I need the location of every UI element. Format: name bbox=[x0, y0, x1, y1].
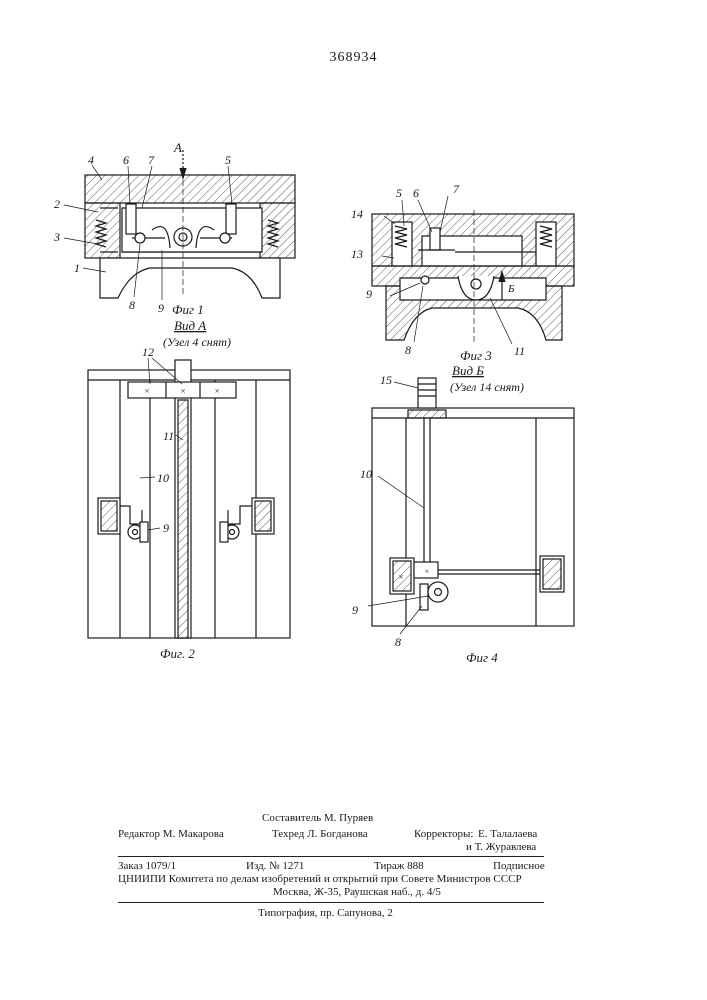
printing-house: Типография, пр. Сапунова, 2 bbox=[258, 907, 393, 919]
editor: Редактор М. Макарова bbox=[118, 828, 224, 840]
circulation: Тираж 888 bbox=[374, 860, 424, 872]
institute-line: ЦНИИПИ Комитета по делам изобретений и о… bbox=[118, 873, 522, 885]
corrector-2: и Т. Журавлева bbox=[466, 841, 536, 853]
address: Москва, Ж-35, Раушская наб., д. 4/5 bbox=[273, 886, 441, 898]
correctors-label: Корректоры: bbox=[414, 828, 473, 840]
corrector-1: Е. Талалаева bbox=[478, 828, 537, 840]
divider bbox=[118, 856, 544, 857]
edition-number: Изд. № 1271 bbox=[246, 860, 304, 872]
subscription: Подписное bbox=[493, 860, 545, 872]
tech-editor: Техред Л. Богданова bbox=[272, 828, 368, 840]
compiler: Составитель М. Пуряев bbox=[262, 812, 373, 824]
order-number: Заказ 1079/1 bbox=[118, 860, 176, 872]
divider bbox=[118, 902, 544, 903]
